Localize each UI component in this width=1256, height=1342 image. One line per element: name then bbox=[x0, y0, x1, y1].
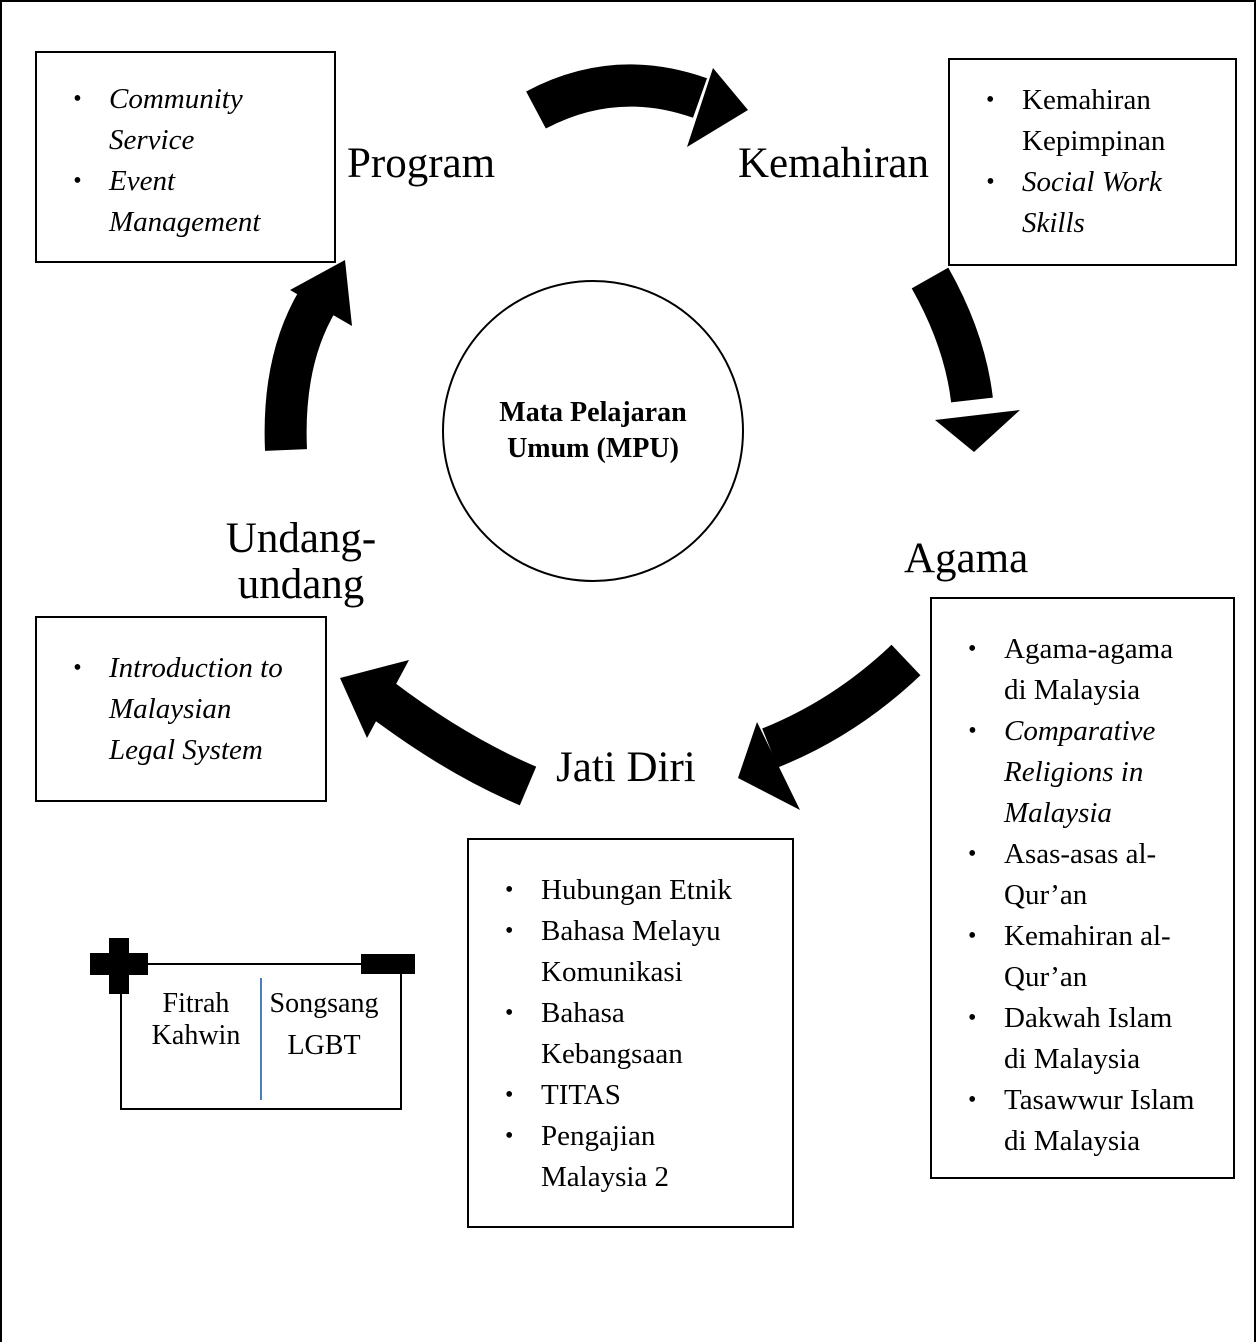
list-item: Hubungan Etnik bbox=[469, 870, 759, 911]
battery-right-line1: Songsang bbox=[269, 988, 379, 1019]
box-program: Community ServiceEvent Management bbox=[35, 51, 336, 263]
minus-terminal bbox=[361, 954, 415, 974]
label-undang-undang: Undang- undang bbox=[216, 515, 386, 609]
battery-outline bbox=[90, 938, 415, 1110]
list-item: Bahasa Kebangsaan bbox=[469, 993, 759, 1075]
box-agama: Agama-agama di MalaysiaComparative Relig… bbox=[930, 597, 1235, 1179]
battery-left-line2: Kahwin bbox=[151, 1020, 241, 1051]
list-item: Pengajian Malaysia 2 bbox=[469, 1116, 759, 1198]
arrow-kemahiran-to-agama bbox=[911, 267, 1020, 452]
center-title-line2: Umum (MPU) bbox=[507, 433, 679, 464]
list-item: Kemahiran al-Qur’an bbox=[932, 916, 1202, 998]
list-item: Kemahiran Kepimpinan bbox=[950, 80, 1190, 162]
battery-left-line1: Fitrah bbox=[162, 988, 230, 1019]
label-undang-line2: undang bbox=[237, 561, 365, 608]
list-item: Introduction to Malaysian Legal System bbox=[37, 648, 287, 771]
list-item: Tasawwur Islam di Malaysia bbox=[932, 1080, 1202, 1162]
label-agama: Agama bbox=[904, 535, 1029, 582]
label-program: Program bbox=[347, 140, 496, 187]
plus-terminal-v bbox=[109, 938, 129, 994]
battery-diagram: Fitrah Kahwin Songsang LGBT bbox=[90, 938, 420, 1112]
center-title-line1: Mata Pelajaran bbox=[499, 397, 687, 428]
arrow-agama-to-jatidiri bbox=[738, 644, 921, 810]
list-item: Asas-asas al-Qur’an bbox=[932, 834, 1202, 916]
label-kemahiran: Kemahiran bbox=[738, 140, 930, 187]
list-item: Community Service bbox=[37, 79, 262, 161]
label-jati-diri: Jati Diri bbox=[556, 744, 696, 791]
list-item: Comparative Religions in Malaysia bbox=[932, 711, 1202, 834]
list-item: Dakwah Islam di Malaysia bbox=[932, 998, 1202, 1080]
battery-right-text: Songsang LGBT bbox=[260, 988, 388, 1062]
list-item: Event Management bbox=[37, 161, 262, 243]
box-kemahiran: Kemahiran KepimpinanSocial Work Skills bbox=[948, 58, 1237, 266]
battery-right-line2: LGBT bbox=[287, 1030, 361, 1061]
box-undang-undang: Introduction to Malaysian Legal System bbox=[35, 616, 327, 802]
box-jati-diri: Hubungan EtnikBahasa Melayu KomunikasiBa… bbox=[467, 838, 794, 1228]
label-undang-line1: Undang- bbox=[225, 515, 377, 562]
battery-left-text: Fitrah Kahwin bbox=[140, 988, 252, 1052]
arrow-undang-to-program bbox=[264, 260, 352, 451]
arrow-jatidiri-to-undang bbox=[340, 660, 537, 806]
list-item: Social Work Skills bbox=[950, 162, 1190, 244]
arrow-program-to-kemahiran bbox=[526, 64, 748, 147]
list-item: Bahasa Melayu Komunikasi bbox=[469, 911, 759, 993]
center-circle-mpu: Mata Pelajaran Umum (MPU) bbox=[442, 280, 744, 582]
list-item: TITAS bbox=[469, 1075, 759, 1116]
list-item: Agama-agama di Malaysia bbox=[932, 629, 1202, 711]
